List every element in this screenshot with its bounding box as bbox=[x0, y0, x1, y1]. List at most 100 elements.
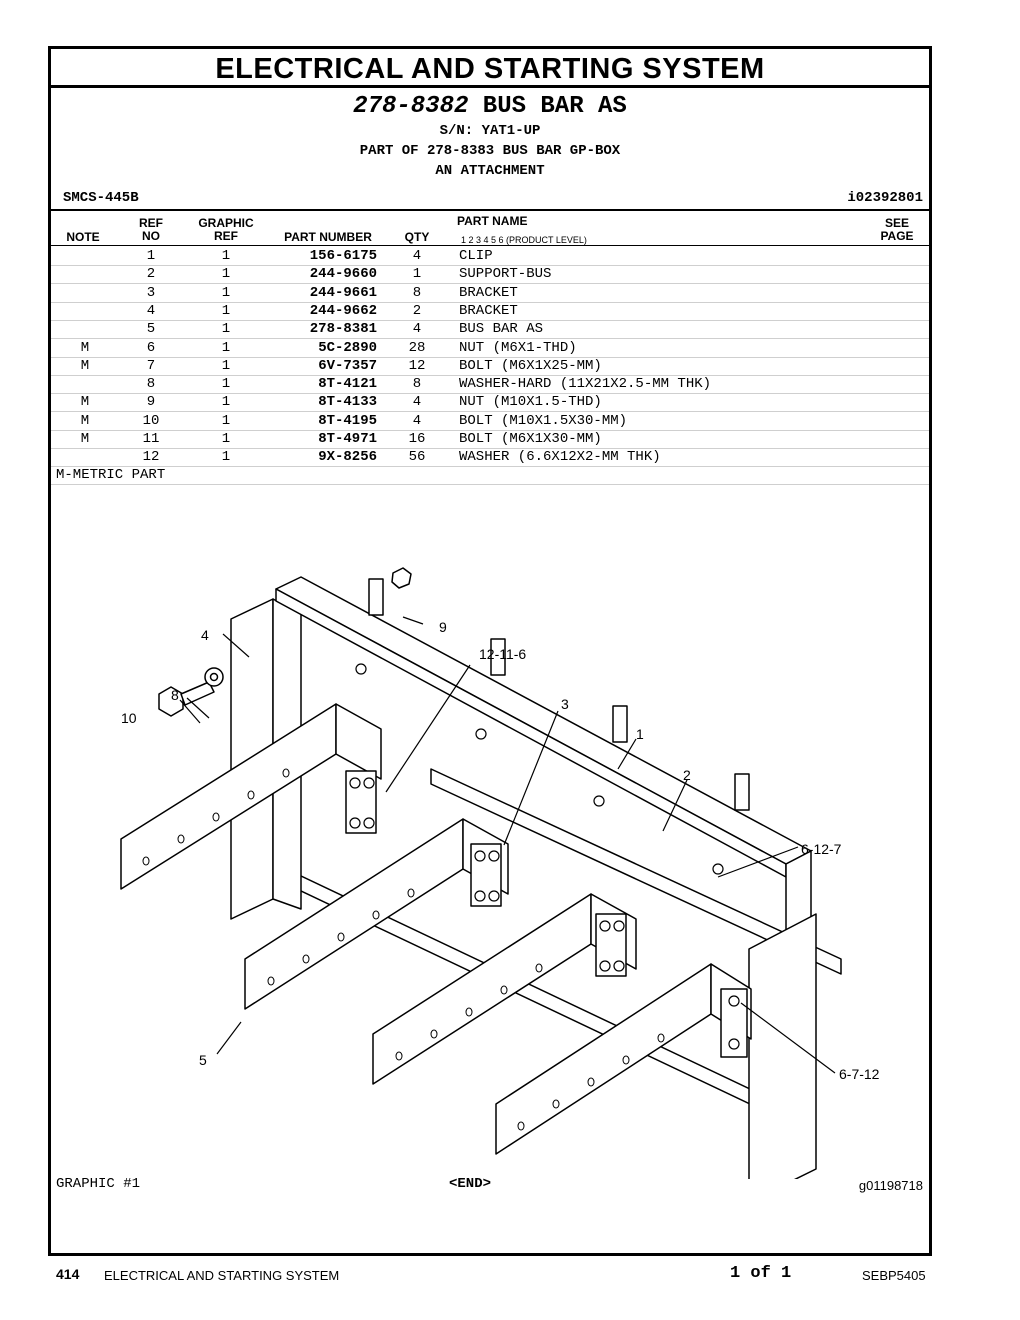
qty-cell: 56 bbox=[408, 449, 426, 466]
callout-5: 5 bbox=[199, 1052, 207, 1068]
graphic-ref-cell: 1 bbox=[221, 394, 231, 411]
footer-page-of: 1 of 1 bbox=[730, 1264, 792, 1283]
ref-cell: 7 bbox=[146, 357, 156, 374]
part-number-cell: 9X-8256 bbox=[318, 449, 377, 466]
qty-cell: 12 bbox=[408, 357, 426, 374]
col-see-page: SEE PAGE bbox=[877, 217, 917, 243]
col-graphic-ref-line1: GRAPHIC bbox=[198, 216, 254, 230]
graphic-ref-cell: 1 bbox=[221, 284, 231, 301]
part-name-cell: BUS BAR AS bbox=[459, 321, 544, 338]
part-number-cell: 8T-4195 bbox=[318, 412, 377, 429]
assembly-part-number: 278-8382 bbox=[353, 93, 469, 120]
part-number-cell: 244-9660 bbox=[309, 266, 377, 283]
footer-section: ELECTRICAL AND STARTING SYSTEM bbox=[104, 1268, 340, 1283]
part-number-cell: 8T-4971 bbox=[318, 431, 377, 447]
qty-cell: 4 bbox=[412, 394, 422, 411]
col-part-number: PART NUMBER bbox=[284, 230, 372, 244]
ref-cell: 11 bbox=[142, 431, 160, 447]
graphic-ref-cell: 1 bbox=[221, 266, 231, 283]
part-name-cell: BRACKET bbox=[459, 284, 518, 301]
part-of-line: PART OF 278-8383 BUS BAR GP-BOX bbox=[359, 143, 621, 159]
right-bracket-plate bbox=[748, 913, 817, 1179]
callout-1: 1 bbox=[636, 726, 644, 742]
graphic-id: g01198718 bbox=[858, 1178, 923, 1193]
bus-bar-1 bbox=[120, 703, 337, 890]
table-row: 2 1 244-9660 1 SUPPORT-BUS bbox=[51, 265, 929, 285]
qty-cell: 28 bbox=[408, 339, 426, 356]
ref-cell: 1 bbox=[146, 248, 156, 264]
page-title: ELECTRICAL AND STARTING SYSTEM bbox=[51, 49, 929, 88]
qty-cell: 4 bbox=[412, 412, 422, 429]
note-cell: M bbox=[80, 357, 90, 374]
ref-cell: 12 bbox=[142, 449, 160, 466]
graphic-ref-cell: 1 bbox=[221, 449, 231, 466]
bus-bar-1-side bbox=[335, 703, 382, 780]
ref-cell: 9 bbox=[146, 394, 156, 411]
part-number-cell: 156-6175 bbox=[309, 248, 377, 264]
qty-cell: 1 bbox=[412, 266, 422, 283]
end-label: <END> bbox=[449, 1176, 492, 1192]
table-header-rule bbox=[51, 245, 929, 246]
note-cell: M bbox=[80, 431, 90, 447]
part-name-cell: NUT (M6X1-THD) bbox=[459, 339, 577, 356]
graphic-ref-cell: 1 bbox=[221, 248, 231, 264]
graphic-ref-cell: 1 bbox=[221, 376, 231, 393]
nut bbox=[391, 567, 412, 589]
clip-1 bbox=[368, 578, 384, 616]
footer-doc-id: SEBP5405 bbox=[862, 1268, 926, 1283]
clip-4 bbox=[734, 773, 750, 811]
qty-cell: 8 bbox=[412, 376, 422, 393]
part-number-cell: 6V-7357 bbox=[318, 357, 377, 374]
assembly-title: 278-8382 BUS BAR AS bbox=[51, 93, 929, 120]
col-see-page-line2: PAGE bbox=[880, 229, 914, 243]
graphic-ref-cell: 1 bbox=[221, 302, 231, 319]
callout-9: 9 bbox=[439, 619, 447, 635]
part-number-cell: 5C-2890 bbox=[318, 339, 377, 356]
part-number-cell: 244-9661 bbox=[309, 284, 377, 301]
callout-10: 10 bbox=[121, 710, 137, 726]
bus-bar-illustration: 4 9 8 10 12-11-6 3 1 2 6-12-7 5 6-7-12 bbox=[120, 567, 880, 1179]
graphic-ref-cell: 1 bbox=[221, 339, 231, 356]
part-number-cell: 244-9662 bbox=[309, 302, 377, 319]
hard-washer bbox=[204, 667, 224, 687]
ref-cell: 4 bbox=[146, 302, 156, 319]
ref-cell: 8 bbox=[146, 376, 156, 393]
serial-number: S/N: YAT1-UP bbox=[439, 123, 541, 139]
assembly-description: BUS BAR AS bbox=[482, 93, 627, 120]
part-name-cell: BOLT (M10X1.5X30-MM) bbox=[459, 412, 628, 429]
col-ref-no-line1: REF bbox=[139, 216, 163, 230]
qty-cell: 16 bbox=[408, 431, 426, 447]
graphic-label: GRAPHIC #1 bbox=[56, 1176, 141, 1192]
col-note: NOTE bbox=[66, 230, 100, 244]
callout-6-7-12: 6-7-12 bbox=[839, 1066, 880, 1082]
metric-rule bbox=[51, 484, 929, 485]
part-number-cell: 8T-4121 bbox=[318, 376, 377, 393]
ref-cell: 10 bbox=[142, 412, 160, 429]
col-graphic-ref: GRAPHIC REF bbox=[191, 217, 261, 243]
qty-cell: 2 bbox=[412, 302, 422, 319]
graphic-ref-cell: 1 bbox=[221, 321, 231, 338]
metric-note: M-METRIC PART bbox=[56, 467, 166, 483]
graphic-ref-cell: 1 bbox=[221, 357, 231, 374]
ref-cell: 5 bbox=[146, 321, 156, 338]
hard-washer-hole bbox=[209, 672, 219, 682]
part-name-cell: SUPPORT-BUS bbox=[459, 266, 552, 283]
qty-cell: 8 bbox=[412, 284, 422, 301]
ref-cell: 2 bbox=[146, 266, 156, 283]
bus-bar-3 bbox=[372, 893, 592, 1085]
callout-12-11-6: 12-11-6 bbox=[479, 646, 526, 662]
graphic-ref-cell: 1 bbox=[221, 431, 231, 447]
lower-rail-back bbox=[430, 768, 842, 975]
note-cell: M bbox=[80, 394, 90, 411]
page-frame: ELECTRICAL AND STARTING SYSTEM 278-8382 … bbox=[48, 46, 932, 1256]
col-part-name: PART NAME bbox=[457, 214, 528, 228]
